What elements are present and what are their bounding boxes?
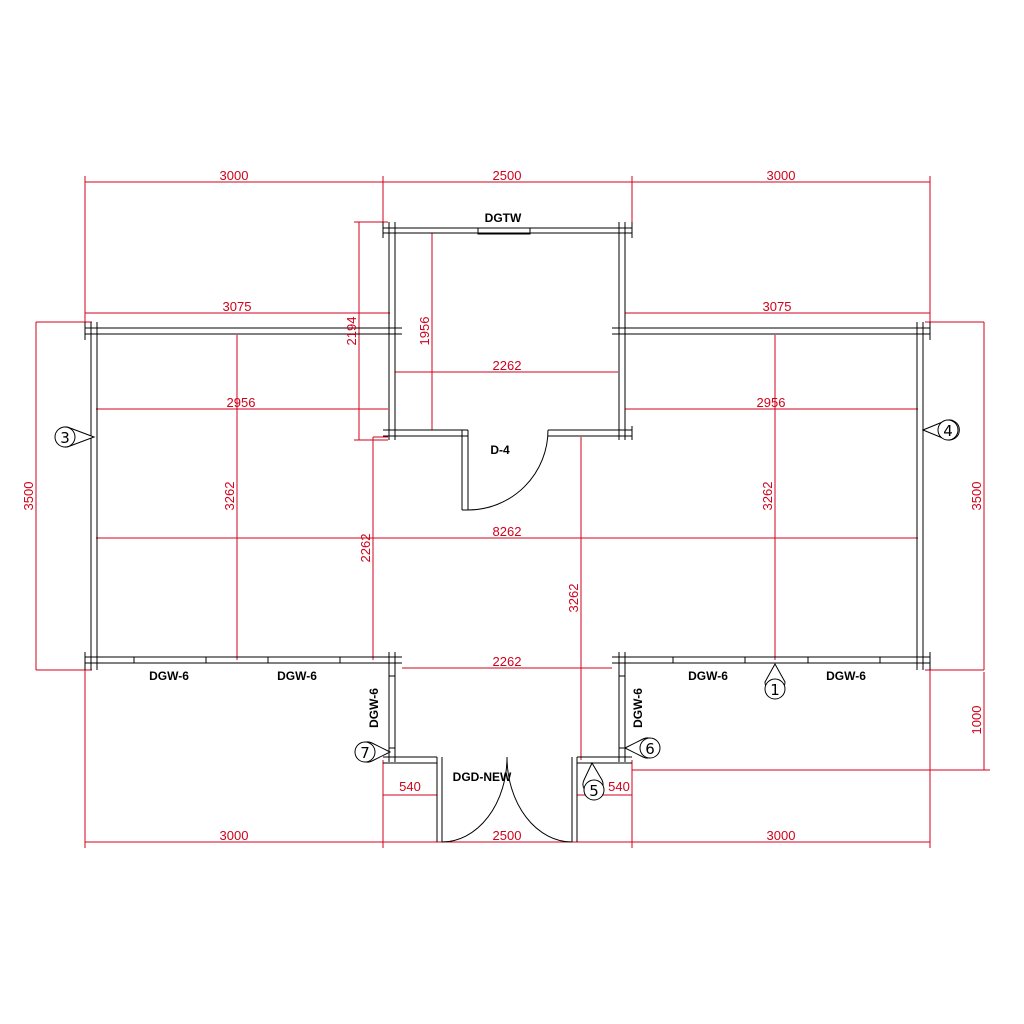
dim-bottom-left: 3000 (220, 828, 249, 843)
dim-2262-bottom: 2262 (493, 654, 522, 669)
dim-top-mid: 2500 (493, 168, 522, 183)
label-dgw6-left-vertical: DGW-6 (367, 688, 381, 728)
label-dgd-new: DGD-NEW (453, 770, 512, 784)
label-d4: D-4 (490, 443, 510, 457)
label-dgw6-right-vertical: DGW-6 (631, 688, 645, 728)
marker-6: 6 (623, 737, 661, 759)
dim-3500-right: 3500 (969, 482, 984, 511)
marker-7: 7 (354, 741, 392, 763)
dim-3500-left: 3500 (21, 482, 36, 511)
dim-540-left: 540 (399, 779, 421, 794)
dim-3075-left: 3075 (223, 299, 252, 314)
label-dgw6-3: DGW-6 (688, 669, 728, 683)
svg-text:3: 3 (60, 429, 70, 447)
windows (133, 227, 881, 749)
dim-bottom-right: 3000 (767, 828, 796, 843)
dimension-lines (35, 176, 990, 848)
svg-text:7: 7 (360, 744, 370, 762)
dim-2262-top: 2262 (493, 358, 522, 373)
marker-3: 3 (54, 426, 96, 448)
element-labels: DGTW D-4 DGW-6 DGW-6 DGW-6 DGW-6 DGW-6 D… (149, 211, 866, 784)
svg-text:1: 1 (770, 681, 780, 699)
label-dgw6-1: DGW-6 (149, 669, 189, 683)
dim-8262: 8262 (493, 524, 522, 539)
label-dgw6-4: DGW-6 (826, 669, 866, 683)
dim-bottom-mid: 2500 (493, 828, 522, 843)
svg-text:6: 6 (645, 740, 655, 758)
label-dgtw: DGTW (485, 211, 522, 225)
section-markers: 3 4 1 7 6 5 (54, 419, 960, 801)
dim-3075-right: 3075 (763, 299, 792, 314)
marker-5: 5 (582, 761, 605, 801)
dim-2262-vertical: 2262 (358, 534, 373, 563)
svg-text:5: 5 (589, 782, 599, 800)
dim-top-left: 3000 (220, 168, 249, 183)
dim-3262-left: 3262 (222, 482, 237, 511)
dim-540-right: 540 (608, 779, 630, 794)
dim-3262-right: 3262 (760, 482, 775, 511)
dim-top-right: 3000 (767, 168, 796, 183)
marker-1: 1 (764, 662, 786, 700)
dim-2194: 2194 (344, 317, 359, 346)
dim-2956-left: 2956 (227, 395, 256, 410)
svg-text:4: 4 (943, 422, 953, 440)
dim-1000: 1000 (969, 706, 984, 735)
dimension-labels: 3000 2500 3000 3075 3075 2194 1956 2262 … (21, 168, 984, 843)
doors (441, 429, 573, 843)
dim-1956: 1956 (417, 317, 432, 346)
dim-2956-right: 2956 (757, 395, 786, 410)
marker-4: 4 (921, 419, 960, 441)
label-dgw6-2: DGW-6 (277, 669, 317, 683)
dim-3262-center: 3262 (566, 584, 581, 613)
